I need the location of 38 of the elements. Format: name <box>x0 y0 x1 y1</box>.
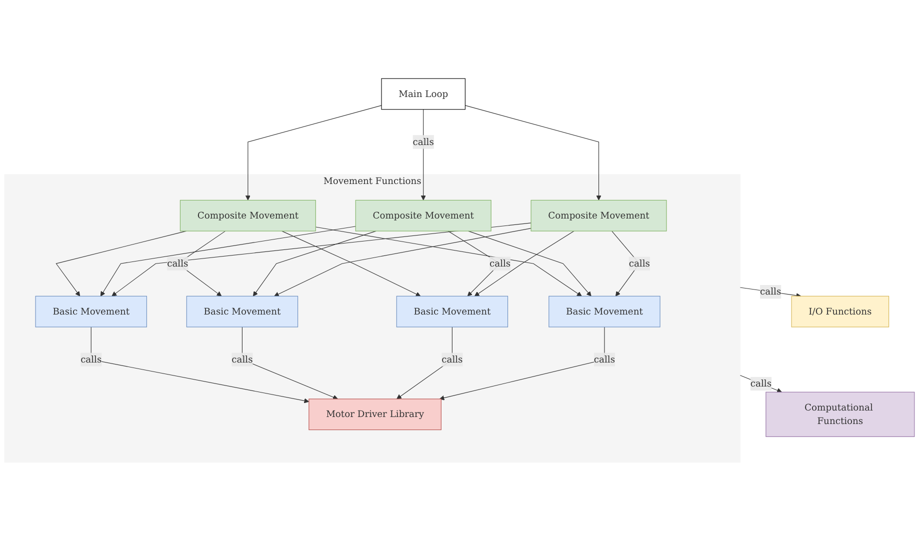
node-box: Composite Movement <box>530 200 667 232</box>
arrow <box>90 326 310 404</box>
node-box: Basic Movement <box>35 296 147 328</box>
arrow <box>56 230 187 296</box>
node-box: Motor Driver Library <box>308 398 442 430</box>
arrow <box>242 326 338 400</box>
edge-label: calls <box>594 354 616 365</box>
node-box: Composite Movement <box>355 200 492 232</box>
edge-label: calls <box>628 258 650 269</box>
arrow <box>740 375 782 393</box>
arrow <box>112 222 532 296</box>
arrow <box>245 105 382 200</box>
edge-label: calls <box>232 354 253 365</box>
arrow <box>474 230 574 296</box>
arrow <box>420 109 426 200</box>
arrow <box>282 230 421 296</box>
node-box: Basic Movement <box>186 296 298 328</box>
node-box: Main Loop <box>381 78 466 110</box>
edge-label: calls <box>490 258 511 269</box>
edge-label: calls <box>760 286 782 298</box>
arrow <box>396 326 452 400</box>
node-box: Computational Functions <box>766 392 915 437</box>
arrow <box>315 226 582 296</box>
arrow <box>274 228 532 296</box>
arrow <box>252 230 376 296</box>
node-box: Composite Movement <box>180 200 316 232</box>
arrow <box>468 230 592 296</box>
arrow <box>464 105 602 200</box>
edge-label: calls <box>412 136 434 148</box>
node-box: I/O Functions <box>791 296 890 328</box>
node-box: Basic Movement <box>548 296 660 328</box>
edge-label: calls <box>442 354 463 365</box>
edge-label: calls <box>80 354 102 365</box>
edge-label: calls <box>167 258 188 269</box>
arrow <box>100 226 356 296</box>
node-box: Basic Movement <box>396 296 508 328</box>
arrow <box>439 326 605 400</box>
edge-label: calls <box>750 378 772 389</box>
